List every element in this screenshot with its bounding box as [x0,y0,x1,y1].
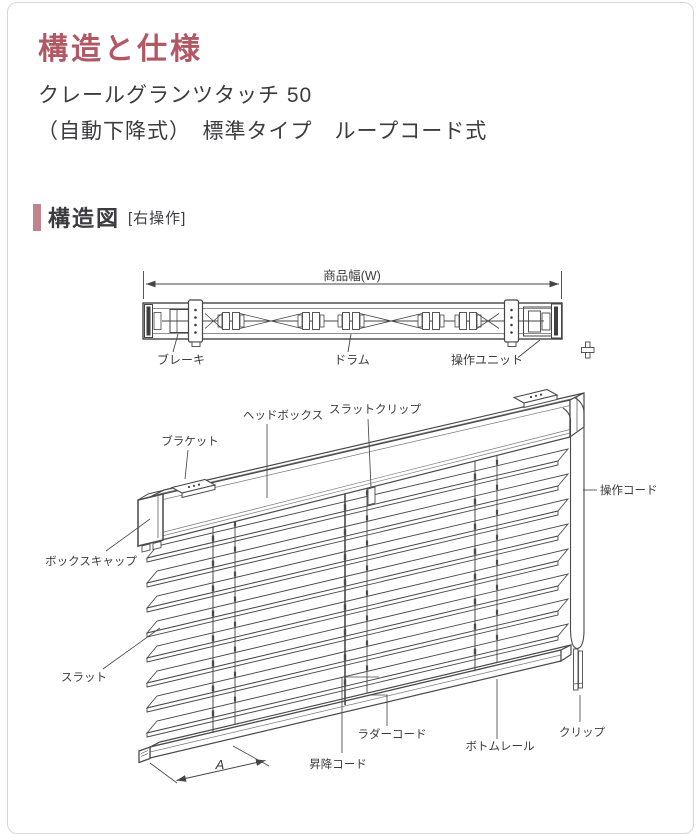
box-cap-part [137,493,164,547]
bracket-part-left [170,478,217,499]
label-width-dimension: 商品幅(W) [323,268,381,283]
section-accent-bar [33,203,41,231]
leader-lines [102,418,597,753]
label-box-cap: ボックスキャップ [45,555,137,568]
bracket-plan-left [187,299,204,347]
bottom-rail-part [138,644,572,764]
slats [145,448,570,738]
label-bracket: ブラケット [161,434,219,448]
label-headbox: ヘッドボックス [243,409,323,422]
product-type: （自動下降式） 標準タイプ ループコード式 [37,120,488,143]
leader-lift-cord [341,676,379,753]
label-slat: スラット [61,672,107,684]
bracket-plan-right [503,299,520,347]
bracket-part-right [512,388,559,409]
leader-ladder-cord [369,694,388,726]
headbox-top-view [142,271,595,359]
structure-diagram: 商品幅(W) ブレーキ ドラム 操作ユニット [45,268,658,784]
top-view-labels: 商品幅(W) ブレーキ ドラム 操作ユニット [157,268,523,367]
operation-cord-part [562,396,585,691]
leader-box-cap [105,518,151,552]
label-clip: クリップ [559,726,605,739]
label-slat-clip: スラットクリップ [329,403,421,416]
label-ladder-cord: ラダーコード [358,727,427,741]
leader-slat-clip [367,418,372,489]
slat-clip-part [367,486,376,506]
page-title: 構造と仕様 [38,33,203,66]
ladder-and-lift-cords [211,455,499,734]
label-drum: ドラム [334,353,370,367]
label-operation-cord: 操作コード [600,483,658,497]
label-lift-cord: 昇降コード [309,757,367,771]
leader-bracket [184,449,189,480]
headbox-3d [137,388,585,553]
end-connector [153,312,162,330]
end-cap-left [144,304,153,338]
leader-control-unit [517,339,541,358]
section-note: [右操作] [128,209,187,227]
label-brake: ブレーキ [157,352,205,367]
cord-clip-part [573,648,584,691]
end-cap-left-fill [146,306,151,336]
drum-units [204,312,500,330]
leader-brake [172,333,179,353]
dimension-a-group [149,745,270,784]
leader-slat [102,627,161,670]
control-unit-part [523,303,595,359]
main-view-labels: ブラケット ヘッドボックス スラットクリップ ボックスキャップ スラット 操作コ… [45,403,657,772]
blind-isometric-view [102,388,597,784]
label-bottom-rail: ボトムレール [466,740,535,753]
label-control-unit: 操作ユニット [451,352,523,367]
label-dimension-a: A [215,757,225,772]
product-name: クレールグランツタッチ 50 [38,84,313,107]
section-title: 構造図 [48,206,121,231]
leader-drum [347,333,352,353]
section-header: 構造図 [右操作] [33,201,186,233]
